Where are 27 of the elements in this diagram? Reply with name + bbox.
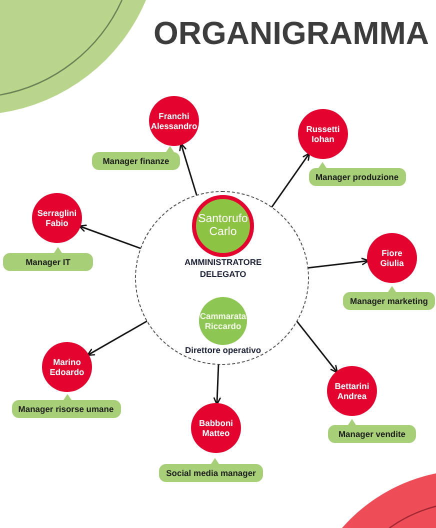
arrow	[296, 320, 338, 374]
arrow	[308, 258, 370, 269]
arrow	[179, 142, 198, 196]
arrow	[271, 152, 310, 208]
role-bubble: Social media manager	[159, 458, 263, 482]
person-circle: Santorufo Carlo	[192, 195, 254, 257]
arrow	[86, 320, 148, 356]
person-circle: Bettarini Andrea	[327, 366, 377, 416]
role-bubble: Manager risorse umane	[12, 394, 120, 418]
diagram-title: ORGANIGRAMMA	[153, 15, 429, 51]
arrow	[213, 364, 221, 406]
role-bubble: Manager finanze	[92, 146, 180, 170]
person-circle: Russetti Iohan	[298, 109, 348, 159]
person-circle: Fiore Giulia	[367, 233, 417, 283]
person-circle: Babboni Matteo	[191, 403, 241, 453]
person-circle: Franchi Alessandro	[149, 96, 199, 146]
arrow	[78, 224, 141, 250]
role-bubble: Manager produzione	[308, 162, 406, 186]
dashed-circle	[135, 191, 309, 365]
role-caption: AMMINISTRATORE DELEGATO	[184, 256, 262, 280]
person-circle: Cammarata Riccardo	[199, 297, 247, 345]
role-bubble: Manager vendite	[328, 419, 416, 443]
person-circle: Serraglini Fabio	[32, 193, 82, 243]
person-circle: Marino Edoardo	[42, 342, 92, 392]
role-bubble: Manager IT	[3, 247, 93, 271]
role-caption: Direttore operativo	[185, 344, 262, 356]
role-bubble: Manager marketing	[343, 286, 435, 310]
